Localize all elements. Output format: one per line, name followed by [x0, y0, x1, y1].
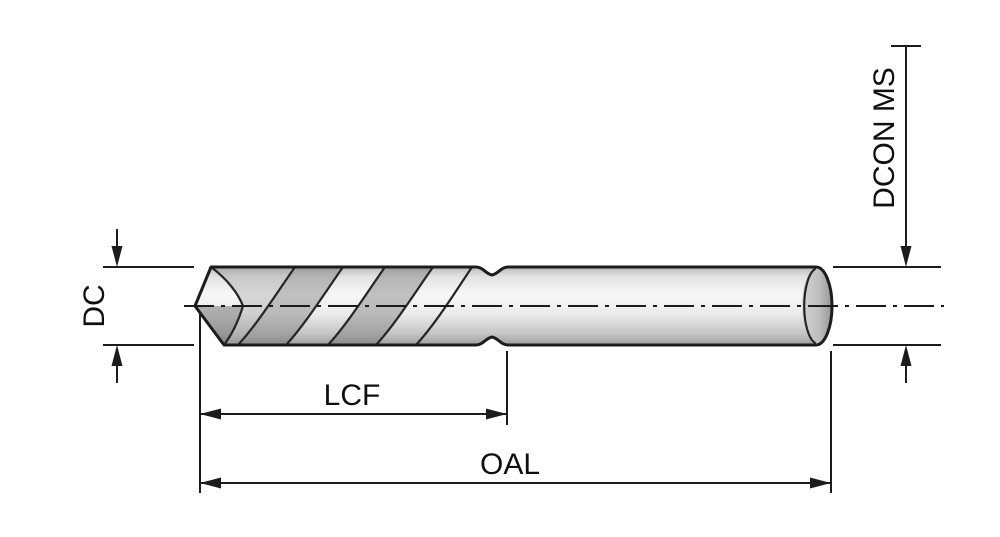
tip-cone-shadow	[195, 306, 243, 345]
flute-edge	[326, 265, 387, 347]
oal-dimension: OAL	[200, 351, 832, 493]
dcon-dimension: DCON MS	[833, 45, 941, 383]
flute-edge	[236, 265, 297, 347]
shank-end-cap-edge	[803, 267, 817, 345]
dc-arrowhead-bottom	[111, 345, 123, 366]
oal-arrowhead-left	[200, 477, 221, 489]
flute-edge	[284, 265, 345, 347]
drill-silhouette	[195, 267, 832, 345]
dcon-arrowhead-bottom	[900, 345, 912, 366]
oal-arrowhead-right	[810, 477, 831, 489]
dcon-label: DCON MS	[868, 67, 901, 209]
oal-label: OAL	[480, 448, 540, 481]
dc-arrowhead-top	[111, 246, 123, 267]
lcf-label: LCF	[324, 379, 381, 412]
lcf-arrowhead-left	[200, 408, 221, 420]
flute-edge	[414, 265, 474, 347]
dcon-arrowhead-top	[900, 246, 912, 267]
dc-label: DC	[78, 284, 111, 327]
flute-edge	[374, 265, 435, 347]
lcf-dimension: LCF	[199, 313, 508, 493]
dc-dimension: DC	[78, 229, 194, 383]
lcf-arrowhead-right	[486, 408, 507, 420]
